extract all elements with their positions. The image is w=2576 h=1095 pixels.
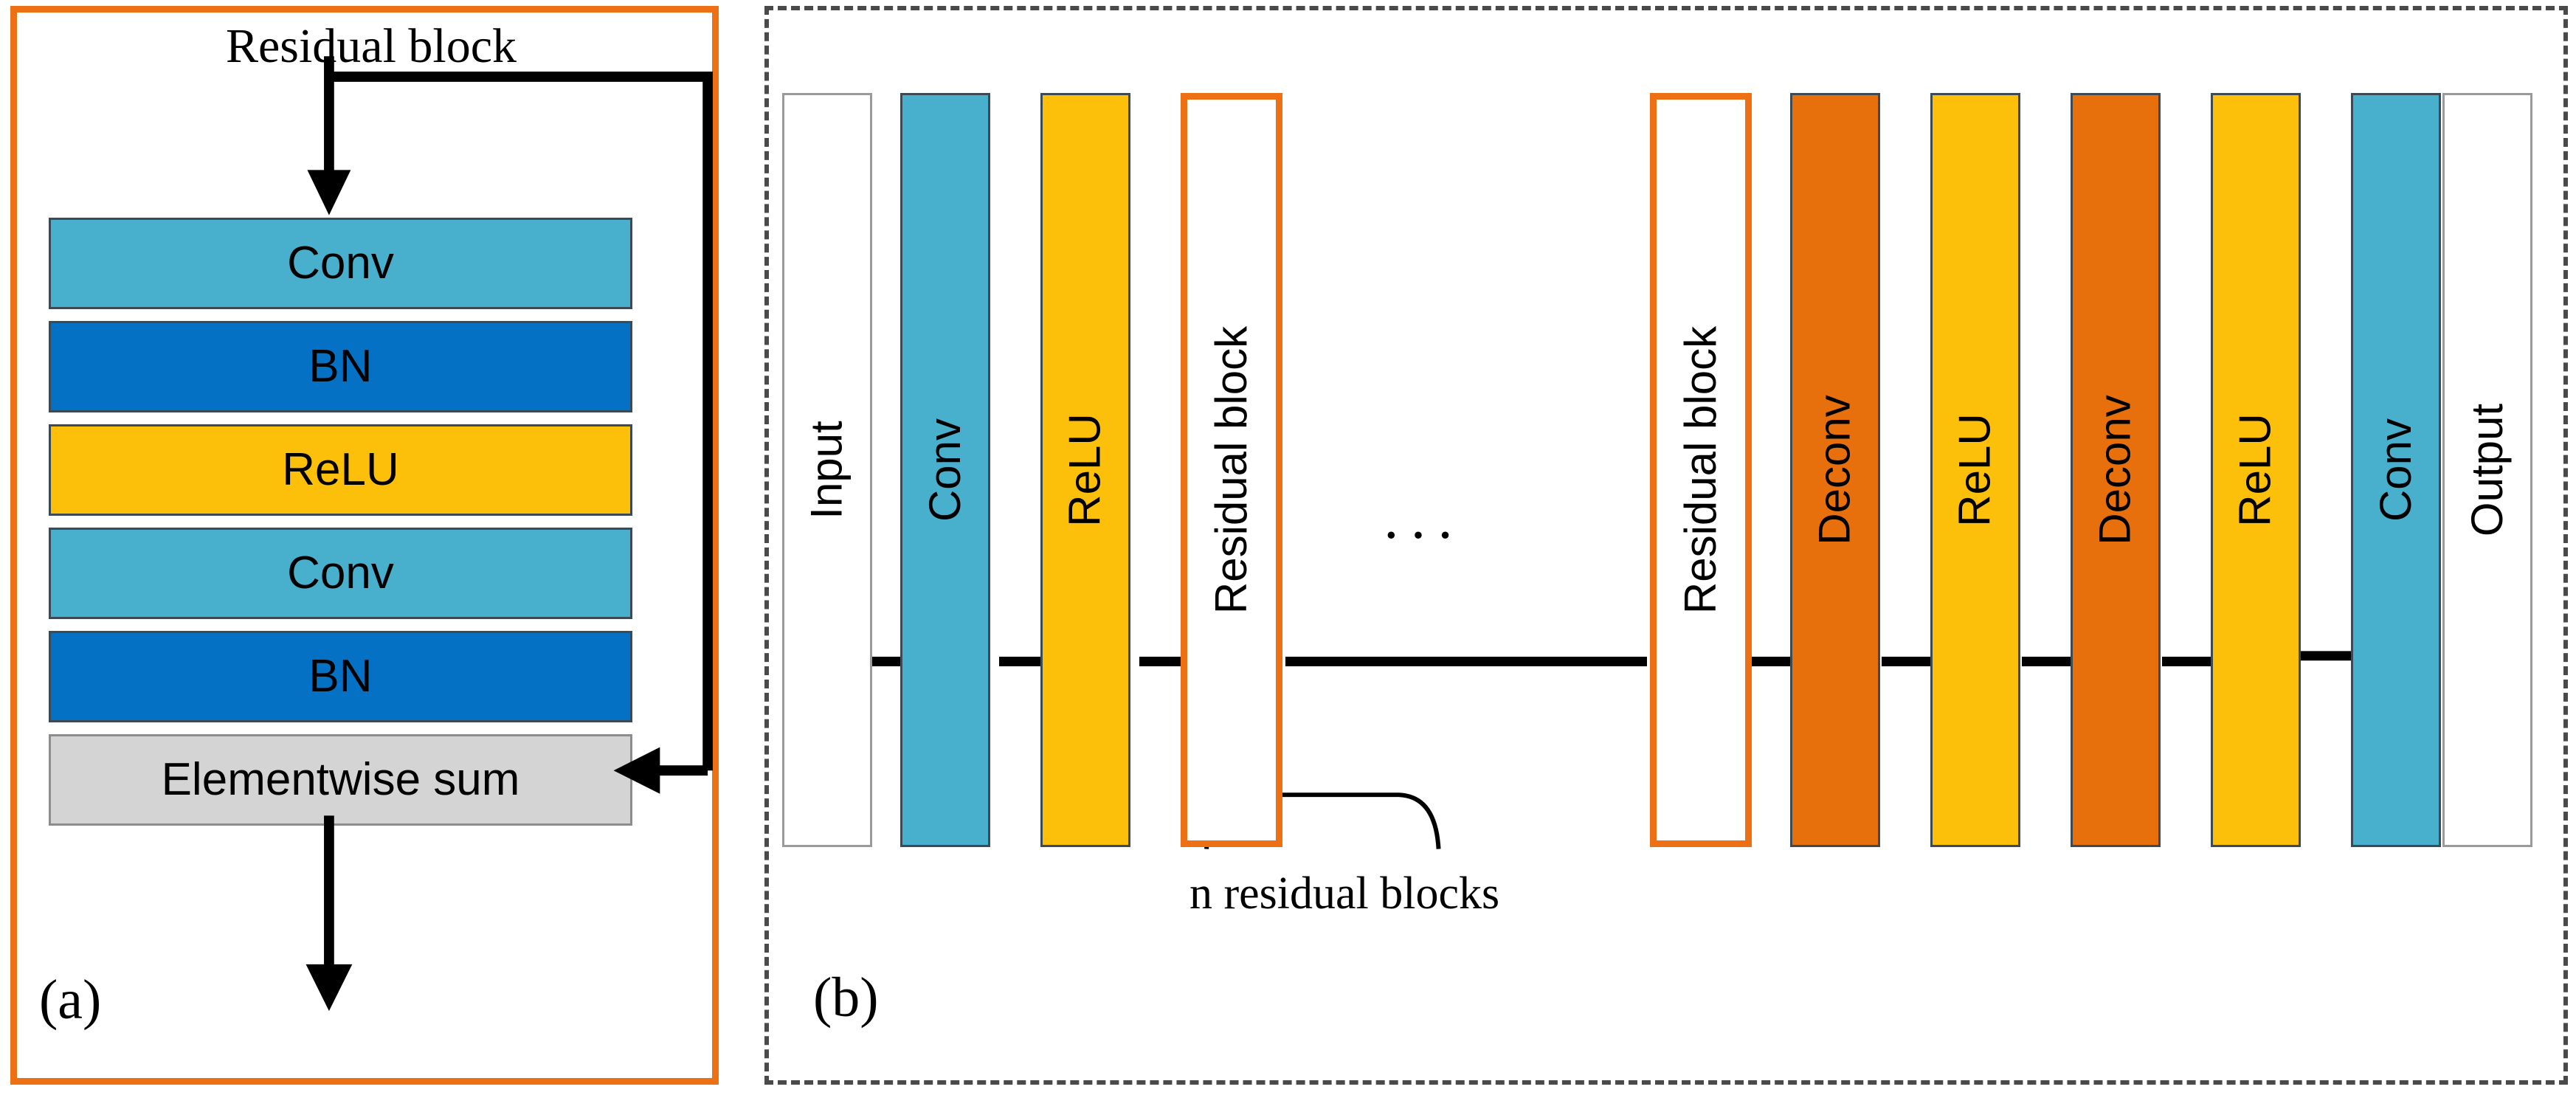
flow-segment-5: [1741, 657, 1793, 666]
flow-segment-7: [2022, 657, 2073, 666]
layer-label: Deconv: [2090, 395, 2140, 545]
block-bn-1: BN: [49, 321, 632, 412]
layer-label: Residual block: [1676, 325, 1725, 615]
layer-relu-2: ReLU: [1930, 93, 2020, 847]
layer-conv-in: Conv: [900, 93, 990, 847]
flow-segment-2: [999, 657, 1051, 666]
block-conv-2: Conv: [49, 528, 632, 619]
flow-segment-6: [1882, 657, 1933, 666]
panel-a-title: Residual block: [225, 19, 517, 73]
layer-label: Output: [2462, 403, 2512, 537]
block-label: ReLU: [282, 444, 399, 495]
layer-residual-block-last: Residual block: [1650, 93, 1752, 847]
block-label: Elementwise sum: [161, 754, 520, 805]
layer-label: Conv: [920, 418, 970, 522]
block-label: BN: [308, 341, 373, 392]
residual-blocks-count-label: n residual blocks: [1189, 868, 1500, 919]
panel-a-caption: (a): [39, 969, 102, 1031]
layer-relu-1: ReLU: [1040, 93, 1130, 847]
layer-output: Output: [2442, 93, 2532, 847]
layer-deconv-2: Deconv: [2071, 93, 2161, 847]
layer-deconv-1: Deconv: [1790, 93, 1880, 847]
layer-conv-out: Conv: [2351, 93, 2441, 847]
layer-residual-block-first: Residual block: [1181, 93, 1282, 847]
block-label: Conv: [287, 548, 394, 598]
flow-segment-3: [1139, 657, 1191, 666]
block-relu: ReLU: [49, 424, 632, 516]
block-label: Conv: [287, 238, 394, 289]
layer-label: Deconv: [1810, 395, 1860, 545]
ellipsis-indicator: ···: [1381, 503, 1463, 568]
block-label: BN: [308, 651, 373, 702]
block-conv-1: Conv: [49, 218, 632, 309]
layer-label: ReLU: [2231, 413, 2280, 527]
layer-label: Residual block: [1206, 325, 1256, 615]
layer-label: Conv: [2371, 418, 2421, 522]
layer-label: Input: [802, 421, 852, 519]
panel-b: Input Conv ReLU Residual block ··· Resid…: [764, 6, 2568, 1085]
layer-label: ReLU: [1950, 413, 2000, 527]
flow-segment-8: [2162, 657, 2214, 666]
input-arrow-head: [307, 170, 351, 215]
output-arrow-head: [305, 964, 353, 1012]
panel-b-caption: (b): [813, 967, 879, 1029]
layer-label: ReLU: [1060, 413, 1110, 527]
layer-relu-3: ReLU: [2211, 93, 2301, 847]
block-elementwise-sum: Elementwise sum: [49, 734, 632, 826]
layer-input: Input: [782, 93, 872, 847]
panel-a: Residual block Conv BN ReLU Conv BN Elem…: [10, 6, 719, 1085]
block-bn-2: BN: [49, 631, 632, 722]
flow-segment-4: [1285, 657, 1647, 666]
